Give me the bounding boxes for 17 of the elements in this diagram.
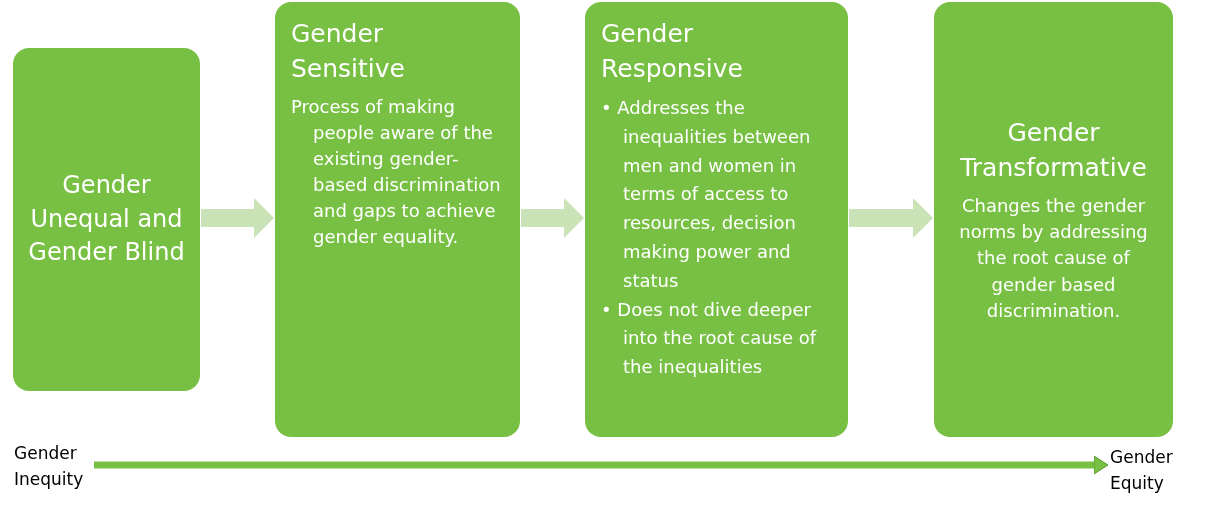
axis-end-label: Gender Equity [1110,444,1180,496]
stage-card [275,2,520,437]
arrow [849,198,933,238]
arrow [521,198,584,238]
stage-card [585,2,848,437]
stage-description: Changes the gender norms by addressing the root cause of gender based discrimination. [958,194,1149,323]
arrow [201,198,274,238]
bullet-text: • Addresses the inequalities between men and women in terms of access to resources, decision making power and status [601,96,812,293]
stage-heading: Gender Sensitive [291,18,406,85]
axis-end-label: Gender Inequity [14,440,92,492]
stage-heading: Gender Unequal and Gender Blind [27,170,186,269]
bullet-text: • Does not dive deeper into the root cause of the inequalities [601,297,818,380]
stage-card [13,48,200,391]
stage-heading: Gender Transformative [959,117,1148,185]
stage-heading: Gender Responsive [601,18,744,85]
stage-card [934,2,1173,437]
stage-description: Process of making people aware of the existing gender-based discrimination and gaps to achieve gender equality. [291,95,502,250]
